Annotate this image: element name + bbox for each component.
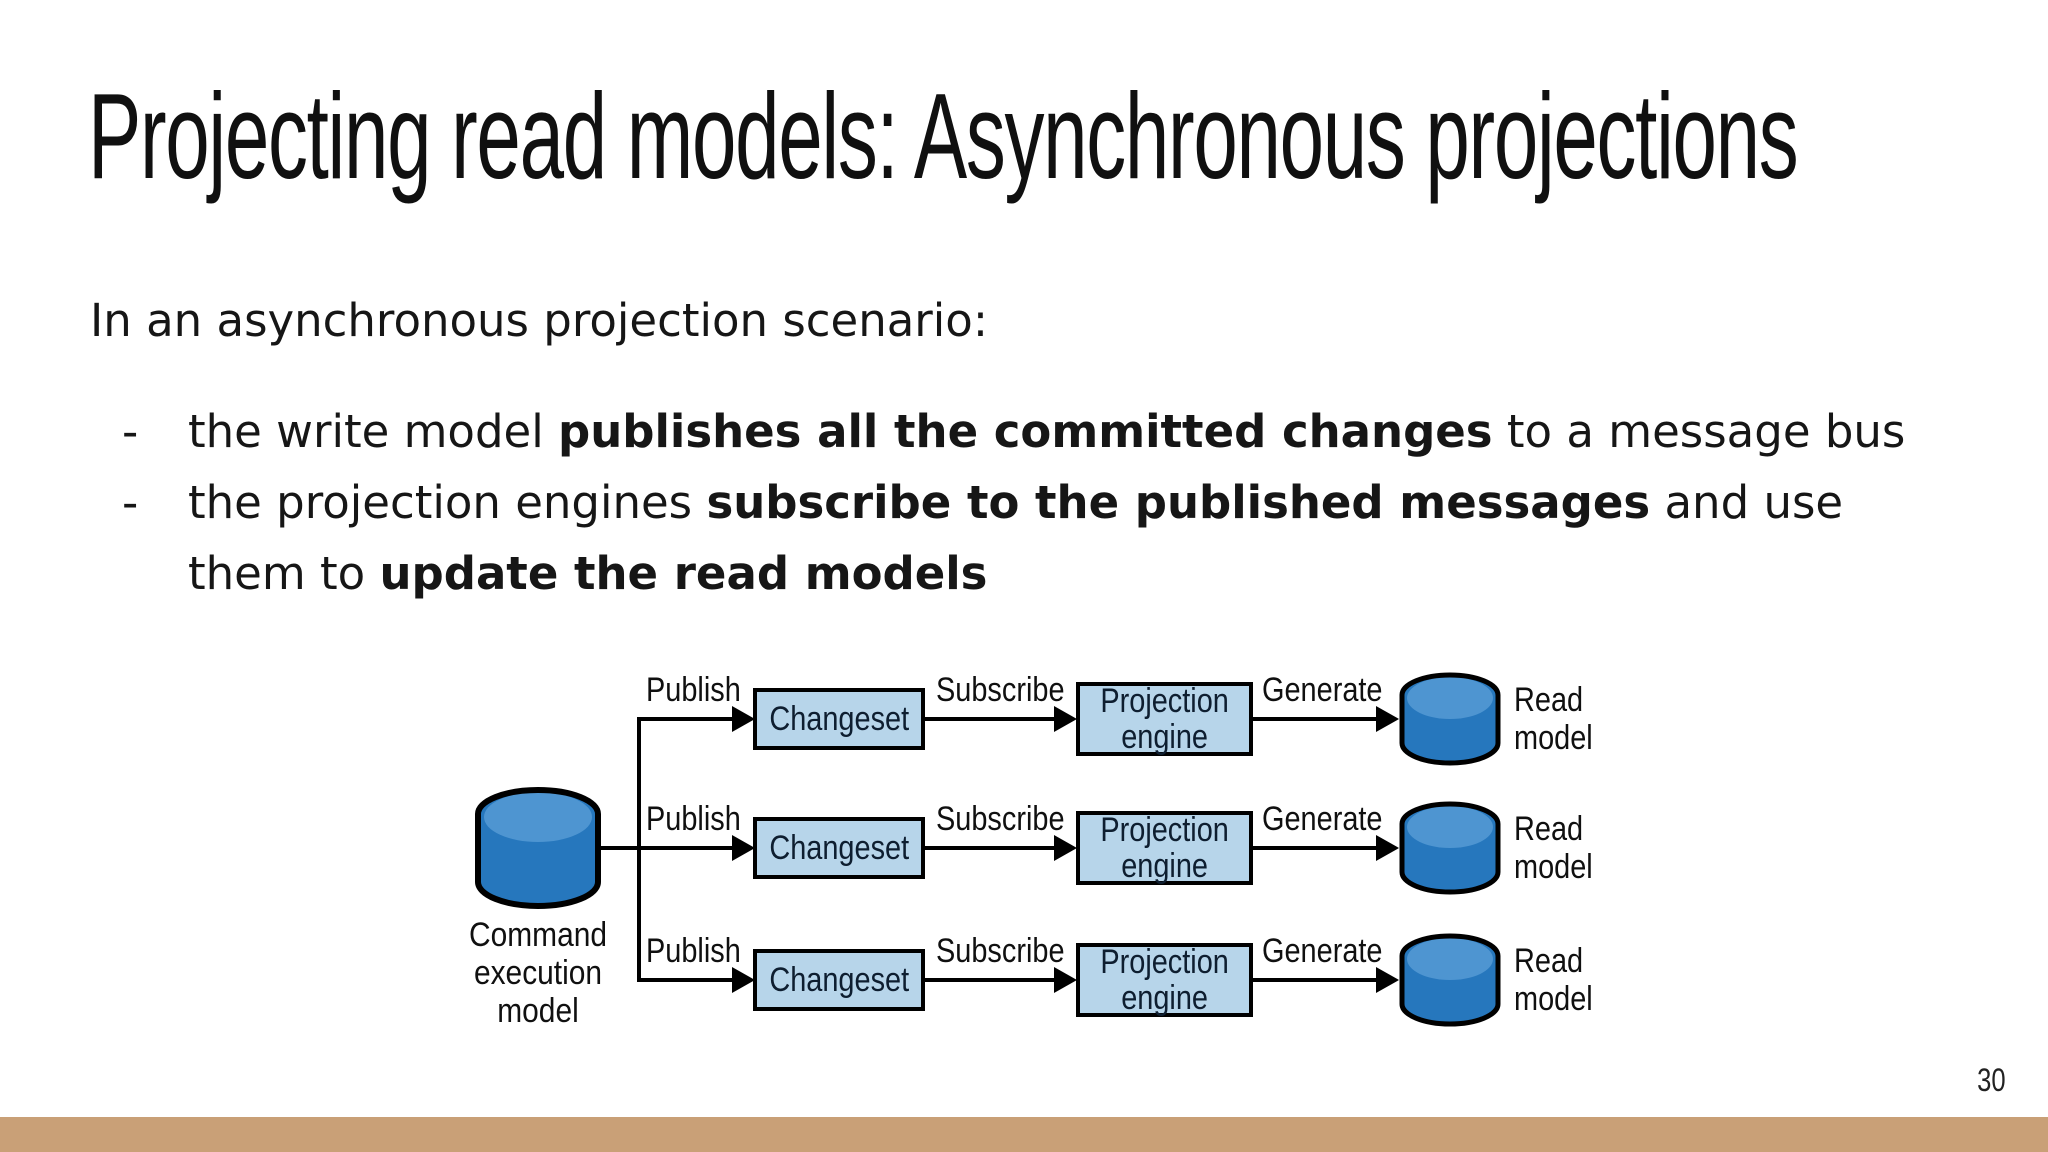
projection-engine-line1: Projection [1100, 943, 1229, 981]
read-model-line2: model [1514, 848, 1593, 886]
publish-arrow-line [637, 846, 737, 850]
generate-arrow-line [1253, 846, 1378, 850]
bullet-text: the projection engines subscribe to the … [188, 476, 1844, 600]
generate-arrowhead-icon [1376, 835, 1399, 861]
read-model-cylinder-icon [1399, 672, 1501, 766]
read-model-line1: Read [1514, 810, 1584, 848]
source-label-line: execution [473, 954, 603, 992]
changeset-label: Changeset [769, 961, 909, 999]
projection-engine-line2: engine [1121, 979, 1208, 1017]
projection-engine-line2: engine [1121, 847, 1208, 885]
bullet-item: -the projection engines subscribe to the… [122, 467, 1942, 609]
subscribe-arrow-line [925, 846, 1056, 850]
publish-label: Publish [646, 800, 741, 838]
generate-arrow-line [1253, 978, 1378, 982]
projection-engine-label: Projection engine [1100, 812, 1229, 884]
projection-engine-label: Projection engine [1100, 944, 1229, 1016]
subscribe-arrowhead-icon [1054, 835, 1077, 861]
read-model-cylinder-icon [1399, 801, 1501, 895]
changeset-box: Changeset [753, 949, 925, 1011]
generate-label: Generate [1262, 671, 1383, 709]
projection-engine-line1: Projection [1100, 811, 1229, 849]
projection-engine-box: Projection engine [1076, 682, 1253, 756]
generate-label: Generate [1262, 800, 1383, 838]
publish-label: Publish [646, 932, 741, 970]
publish-arrowhead-icon [732, 967, 755, 993]
publish-arrow-line [637, 717, 737, 721]
read-model-line2: model [1514, 980, 1593, 1018]
subscribe-label: Subscribe [936, 932, 1065, 970]
generate-arrowhead-icon [1376, 706, 1399, 732]
bullet-marker: - [122, 405, 139, 458]
read-model-label: Read model [1514, 810, 1607, 886]
projection-engine-label: Projection engine [1100, 683, 1229, 755]
bullet-list: -the write model publishes all the commi… [122, 396, 1942, 609]
read-model-cylinder-icon [1399, 933, 1501, 1027]
page-number: 30 [1977, 1062, 2006, 1098]
pipeline-row: Publish Changeset Subscribe Projection e… [0, 910, 2048, 1050]
generate-arrowhead-icon [1376, 967, 1399, 993]
connector-stub-line [601, 846, 641, 850]
changeset-box: Changeset [753, 817, 925, 879]
publish-arrowhead-icon [732, 835, 755, 861]
read-model-line1: Read [1514, 681, 1584, 719]
pipeline-row: Publish Changeset Subscribe Projection e… [0, 778, 2048, 918]
subscribe-arrowhead-icon [1054, 967, 1077, 993]
pipeline-row: Publish Changeset Subscribe Projection e… [0, 649, 2048, 789]
publish-arrow-line [637, 978, 737, 982]
changeset-box: Changeset [753, 688, 925, 750]
generate-label: Generate [1262, 932, 1383, 970]
command-execution-model-cylinder-icon [475, 787, 601, 909]
changeset-label: Changeset [769, 829, 909, 867]
footer-accent-bar [0, 1117, 2048, 1152]
generate-arrow-line [1253, 717, 1378, 721]
projection-engine-line2: engine [1121, 718, 1208, 756]
bullet-item: -the write model publishes all the commi… [122, 396, 1942, 467]
subscribe-label: Subscribe [936, 671, 1065, 709]
subscribe-arrow-line [925, 978, 1056, 982]
subscribe-arrowhead-icon [1054, 706, 1077, 732]
projection-engine-box: Projection engine [1076, 811, 1253, 885]
read-model-label: Read model [1514, 942, 1607, 1018]
subscribe-label: Subscribe [936, 800, 1065, 838]
command-execution-model-label: Command execution model [448, 916, 628, 1030]
slide-title: Projecting read models: Asynchronous pro… [88, 66, 2048, 206]
publish-arrowhead-icon [732, 706, 755, 732]
read-model-line1: Read [1514, 942, 1584, 980]
read-model-label: Read model [1514, 681, 1607, 757]
read-model-line2: model [1514, 719, 1593, 757]
bullet-text: the write model publishes all the commit… [188, 405, 1906, 458]
projection-engine-line1: Projection [1100, 682, 1229, 720]
source-label-line: Command [468, 916, 608, 954]
projection-engine-box: Projection engine [1076, 943, 1253, 1017]
intro-text: In an asynchronous projection scenario: [90, 294, 989, 347]
source-label-line: model [497, 992, 579, 1030]
changeset-label: Changeset [769, 700, 909, 738]
subscribe-arrow-line [925, 717, 1056, 721]
bullet-marker: - [122, 476, 139, 529]
publish-label: Publish [646, 671, 741, 709]
slide-title-text: Projecting read models: Asynchronous pro… [88, 68, 1799, 204]
